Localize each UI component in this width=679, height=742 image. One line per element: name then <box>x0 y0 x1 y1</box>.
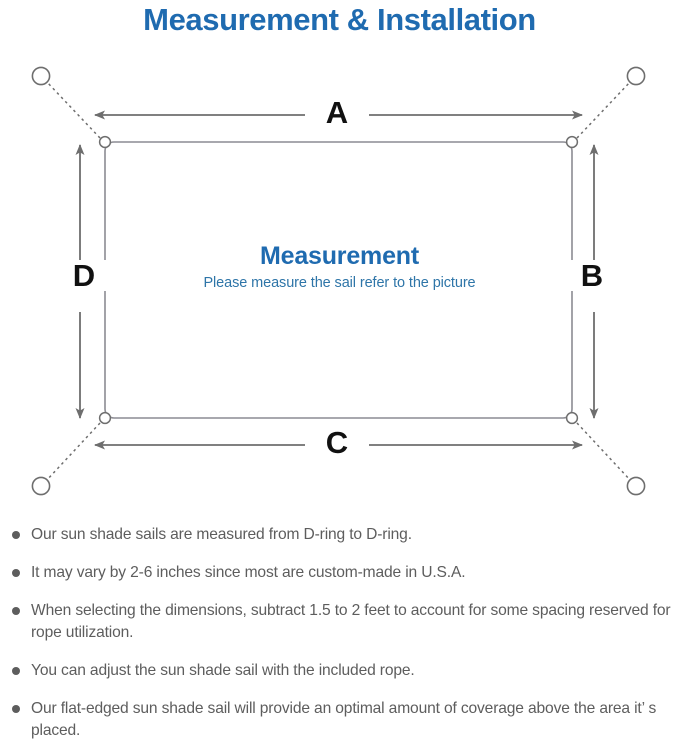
page-title: Measurement & Installation <box>143 2 536 37</box>
anchor-ring-top-right <box>626 66 646 86</box>
bullet-icon <box>12 705 20 713</box>
note-item: It may vary by 2-6 inches since most are… <box>0 562 679 584</box>
rope-top-right <box>576 80 632 139</box>
rope-top-left <box>45 80 101 139</box>
sail-measurement-diagram: A C D B Measurement Please measure the s… <box>0 44 679 514</box>
note-item: You can adjust the sun shade sail with t… <box>0 660 679 682</box>
d-ring-top-right <box>565 135 579 149</box>
note-text: It may vary by 2-6 inches since most are… <box>31 564 466 581</box>
note-item: Our sun shade sails are measured from D-… <box>0 524 679 546</box>
notes-list: Our sun shade sails are measured from D-… <box>0 524 679 742</box>
d-ring-bottom-right <box>565 411 579 425</box>
diagram-svg <box>31 66 646 496</box>
note-text: Our sun shade sails are measured from D-… <box>31 526 412 543</box>
d-ring-top-left <box>98 135 112 149</box>
bullet-icon <box>12 667 20 675</box>
anchor-ring-bottom-right <box>626 476 646 496</box>
anchor-ring-bottom-left <box>31 476 51 496</box>
rope-bottom-left <box>45 422 101 482</box>
note-text: Our flat-edged sun shade sail will provi… <box>31 700 657 739</box>
note-text: When selecting the dimensions, subtract … <box>31 602 671 641</box>
d-ring-bottom-left <box>98 411 112 425</box>
note-item: When selecting the dimensions, subtract … <box>0 600 679 644</box>
sail-outline <box>104 141 573 419</box>
bullet-icon <box>12 531 20 539</box>
rope-bottom-right <box>576 422 632 482</box>
bullet-icon <box>12 569 20 577</box>
anchor-ring-top-left <box>31 66 51 86</box>
note-item: Our flat-edged sun shade sail will provi… <box>0 698 679 742</box>
bullet-icon <box>12 607 20 615</box>
note-text: You can adjust the sun shade sail with t… <box>31 662 415 679</box>
